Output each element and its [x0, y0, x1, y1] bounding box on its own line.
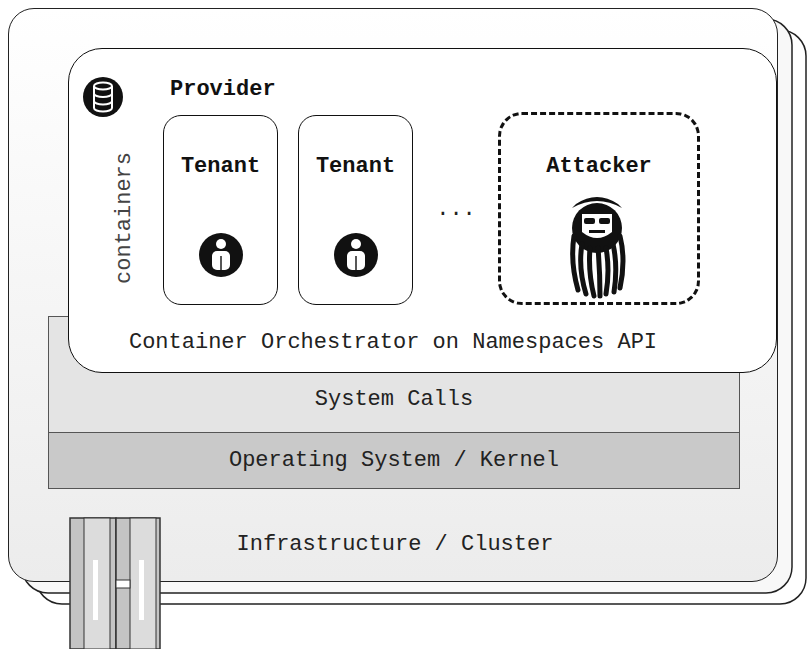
provider-box: ProviderContainer Orchestrator on Namesp… — [68, 48, 777, 373]
person-icon — [334, 233, 378, 277]
node-heading: Tenant — [316, 154, 395, 180]
vertical-label: containers — [112, 152, 138, 284]
node-heading: Operating System / Kernel — [229, 448, 559, 474]
node-caption: Container Orchestrator on Namespaces API — [129, 330, 657, 356]
node-heading: Attacker — [546, 154, 652, 180]
person-icon — [199, 233, 243, 277]
node-heading: System Calls — [315, 387, 473, 413]
node-heading: Infrastructure / Cluster — [237, 532, 554, 558]
ellipsis-label: ... — [436, 197, 476, 223]
attacker-icon — [572, 197, 623, 296]
node-heading: Tenant — [181, 154, 260, 180]
server-icon — [70, 518, 160, 649]
cluster-box: Infrastructure / Cluster System CallsOper… — [8, 8, 778, 582]
kernel-band: Operating System / Kernel — [48, 432, 740, 489]
database-icon — [83, 77, 123, 117]
node-heading: Provider — [170, 77, 276, 103]
